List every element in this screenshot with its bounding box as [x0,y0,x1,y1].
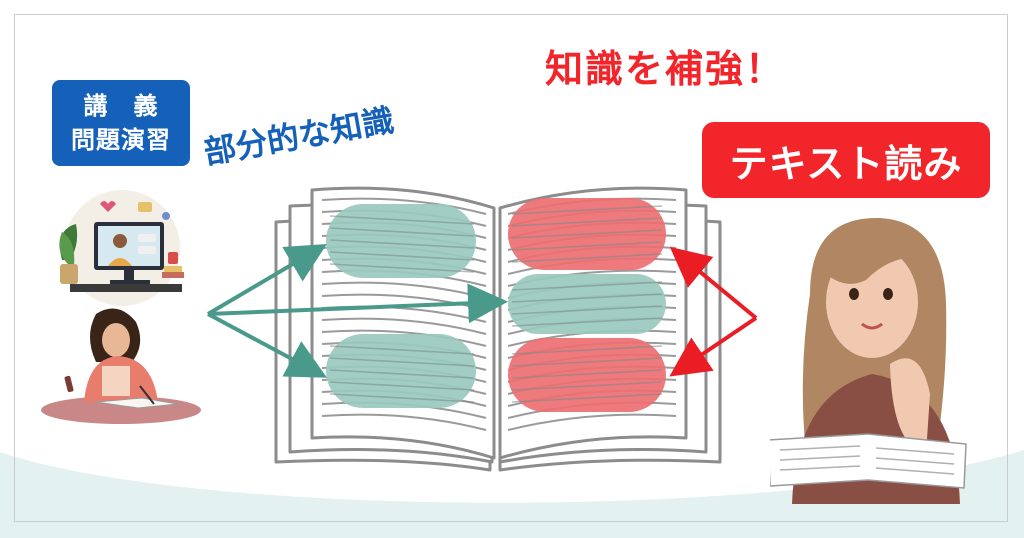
lecture-badge-line1: 講 義 [83,92,159,120]
lecture-badge-line2: 問題演習 [71,126,171,154]
headline: 知識を補強！ [544,47,785,91]
teal-arrow-middle [207,283,508,324]
text-reading-badge: テキスト読み [702,122,990,198]
teal-arrow-lower [207,312,328,378]
red-band-right-bottom [508,338,666,412]
lecture-badge: 講 義 問題演習 [52,80,190,166]
woman-reading-book-icon [770,217,967,504]
red-arrow-lower [669,316,758,377]
content-frame [14,14,1008,522]
teal-band-right-middle [508,274,666,334]
laptop-video-lecture-icon [59,190,184,306]
red-arrow-upper [669,246,758,320]
teal-arrow-upper [206,243,327,316]
girl-studying-at-desk-icon [41,308,201,424]
